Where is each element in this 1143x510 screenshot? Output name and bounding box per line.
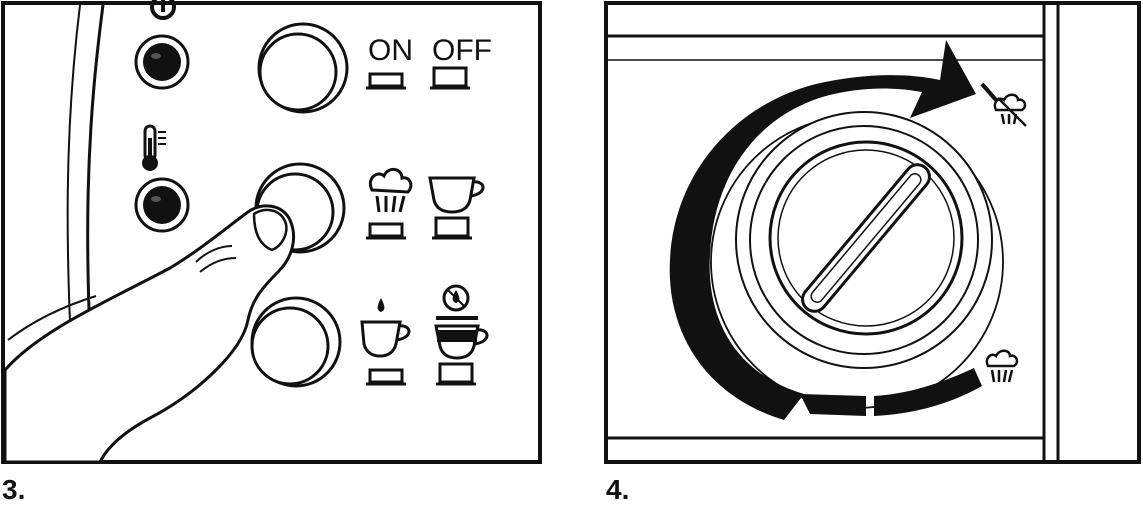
off-position-indicator	[430, 66, 470, 90]
single-drop-cup-icon	[360, 298, 411, 358]
steam-icon	[985, 349, 1019, 383]
figure-4-label: 4.	[606, 474, 630, 505]
figure-3-label: 3.	[2, 474, 26, 505]
double-cup-position-indicator	[436, 362, 476, 386]
rotate-arrow-icon	[669, 40, 976, 420]
scale-segment-2	[874, 368, 982, 416]
off-label: OFF	[432, 34, 492, 67]
on-position-indicator	[366, 72, 406, 90]
cup-icon	[428, 176, 485, 214]
steam-position-indicator	[366, 222, 406, 240]
steam-knob-rim	[777, 149, 955, 327]
on-label: ON	[368, 34, 413, 67]
temperature-indicator-light	[134, 177, 190, 233]
power-icon	[150, 0, 176, 20]
steam-off-icon	[993, 93, 1027, 127]
on-off-button[interactable]	[257, 22, 349, 114]
scale-segment-1	[800, 394, 866, 416]
knob-grip	[801, 163, 931, 313]
power-indicator-light	[134, 34, 190, 90]
thermometer-icon	[142, 124, 166, 171]
pressing-finger	[3, 204, 295, 464]
coffee-position-indicator	[432, 216, 472, 240]
figure-3-control-panel: ON OFF	[1, 0, 542, 464]
coffee-size-button[interactable]	[250, 296, 342, 388]
double-cup-icon	[434, 316, 489, 360]
no-drop-icon	[442, 284, 470, 312]
steam-icon	[369, 168, 413, 213]
figure-4-steam-knob	[604, 1, 1141, 464]
steam-off-tick	[980, 82, 998, 102]
single-cup-position-indicator	[366, 368, 406, 386]
